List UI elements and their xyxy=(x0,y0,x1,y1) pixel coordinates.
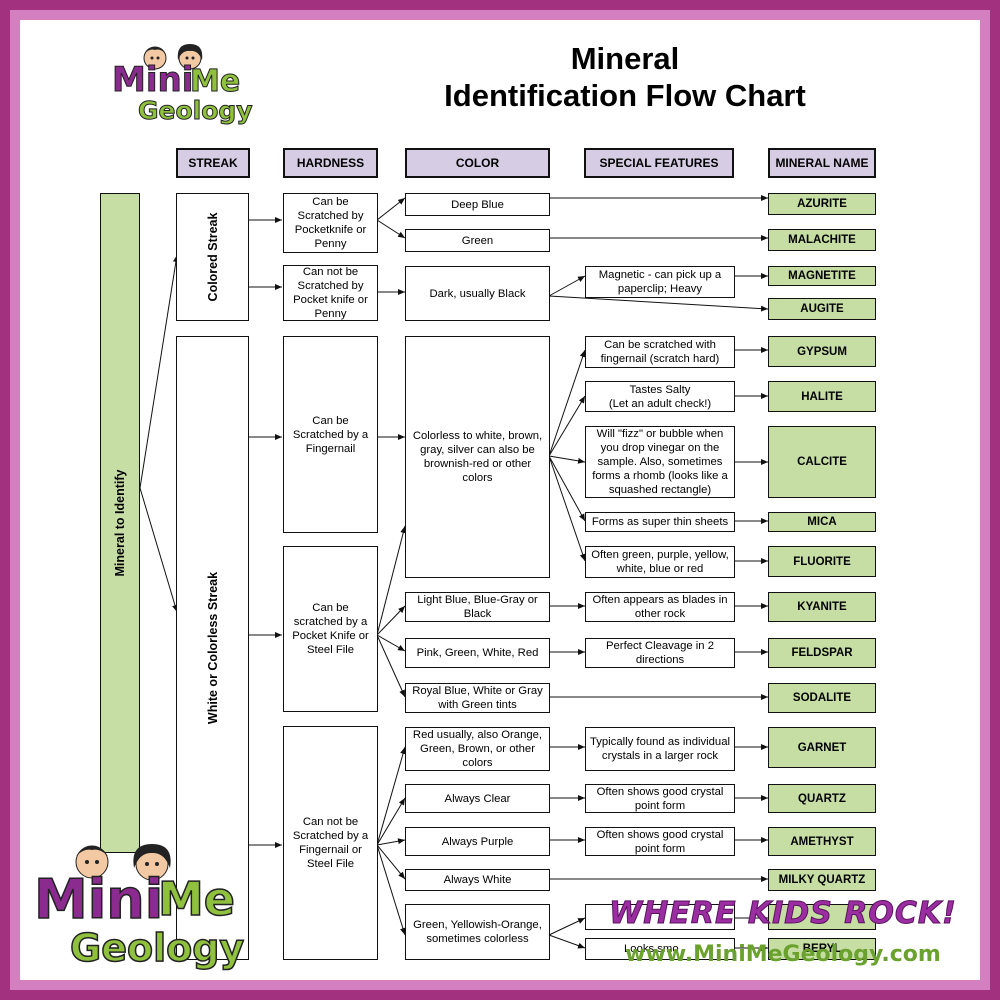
feature-scratch-fingernail: Can be scratched with fingernail (scratc… xyxy=(585,336,735,368)
header-streak: STREAK xyxy=(176,148,250,178)
mineral-kyanite: KYANITE xyxy=(768,592,876,622)
logo-bottom-mini: Mini xyxy=(33,867,164,932)
kids-faces-icon xyxy=(143,44,203,70)
feature-blades: Often appears as blades in other rock xyxy=(585,592,735,622)
logo-bottom-me: Me xyxy=(157,871,235,927)
mineral-garnet: GARNET xyxy=(768,727,876,768)
color-box-green: Green xyxy=(405,229,550,252)
mineral-magnetite: MAGNETITE xyxy=(768,266,876,286)
color-box-dark-black: Dark, usually Black xyxy=(405,266,550,321)
feature-tastes-salty: Tastes Salty (Let an adult check!) xyxy=(585,381,735,412)
feature-hidden-1 xyxy=(585,904,735,930)
color-box-pink-green: Pink, Green, White, Red xyxy=(405,638,550,668)
hardness-box-5: Can not be Scratched by a Fingernail or … xyxy=(283,726,378,960)
colored-streak-box: Colored Streak xyxy=(176,193,249,321)
mineral-amethyst: AMETHYST xyxy=(768,827,876,856)
mineral-malachite: MALACHITE xyxy=(768,229,876,251)
minime-logo-bottom: Mini Me Geology xyxy=(30,838,245,978)
feature-crystal-point-1: Often shows good crystal point form xyxy=(585,784,735,813)
mineral-beryl: BERYL xyxy=(768,938,876,960)
feature-individual-crystals: Typically found as individual crystals i… xyxy=(585,727,735,771)
mineral-halite: HALITE xyxy=(768,381,876,412)
title-line-2: Identification Flow Chart xyxy=(444,78,806,113)
color-box-always-white: Always White xyxy=(405,869,550,891)
mineral-mica: MICA xyxy=(768,512,876,532)
color-box-green-yellowish: Green, Yellowish-Orange, sometimes color… xyxy=(405,904,550,960)
color-box-light-blue: Light Blue, Blue-Gray or Black xyxy=(405,592,550,622)
header-mineral-name: MINERAL NAME xyxy=(768,148,876,178)
logo-top-me: Me xyxy=(189,64,241,100)
mineral-feldspar: FELDSPAR xyxy=(768,638,876,668)
mineral-calcite: CALCITE xyxy=(768,426,876,498)
hardness-box-3: Can be Scratched by a Fingernail xyxy=(283,336,378,533)
mineral-gypsum: GYPSUM xyxy=(768,336,876,367)
logo-top-geology: Geology xyxy=(138,96,254,126)
feature-thin-sheets: Forms as super thin sheets xyxy=(585,512,735,532)
color-box-always-clear: Always Clear xyxy=(405,784,550,813)
mineral-azurite: AZURITE xyxy=(768,193,876,215)
feature-magnetic: Magnetic - can pick up a paperclip; Heav… xyxy=(585,266,735,298)
mineral-to-identify-box: Mineral to Identify xyxy=(100,193,140,853)
feature-cleavage: Perfect Cleavage in 2 directions xyxy=(585,638,735,668)
feature-vinegar-fizz: Will "fizz" or bubble when you drop vine… xyxy=(585,426,735,498)
color-box-colorless: Colorless to white, brown, gray, silver … xyxy=(405,336,550,578)
header-color: COLOR xyxy=(405,148,550,178)
minime-logo-top: Mini Me Geology xyxy=(110,40,254,130)
kids-faces-bottom-icon xyxy=(75,844,171,881)
logo-bottom-geology: Geology xyxy=(69,925,245,971)
mineral-hidden xyxy=(768,904,876,930)
color-box-royal-blue: Royal Blue, White or Gray with Green tin… xyxy=(405,683,550,713)
header-hardness: HARDNESS xyxy=(283,148,378,178)
mineral-fluorite: FLUORITE xyxy=(768,546,876,577)
colored-streak-label: Colored Streak xyxy=(205,212,220,302)
feature-crystal-point-2: Often shows good crystal point form xyxy=(585,827,735,856)
mineral-sodalite: SODALITE xyxy=(768,683,876,713)
chart-title: Mineral Identification Flow Chart xyxy=(360,40,890,114)
website-url[interactable]: www.MiniMeGeology.com xyxy=(625,942,941,967)
mineral-augite: AUGITE xyxy=(768,298,876,320)
hardness-box-2: Can not be Scratched by Pocket knife or … xyxy=(283,265,378,321)
color-box-deep-blue: Deep Blue xyxy=(405,193,550,216)
mineral-quartz: QUARTZ xyxy=(768,784,876,813)
color-box-red-orange: Red usually, also Orange, Green, Brown, … xyxy=(405,727,550,771)
logo-top-mini: Mini xyxy=(111,60,194,101)
hardness-box-1: Can be Scratched by Pocketknife or Penny xyxy=(283,193,378,253)
feature-looks-smooth: Looks smo xyxy=(585,938,735,960)
color-box-always-purple: Always Purple xyxy=(405,827,550,856)
feature-often-colored: Often green, purple, yellow, white, blue… xyxy=(585,546,735,578)
mineral-milky-quartz: MILKY QUARTZ xyxy=(768,869,876,891)
white-streak-box: White or Colorless Streak xyxy=(176,336,249,960)
tagline-where-kids-rock: WHERE KIDS ROCK! xyxy=(609,896,957,932)
white-streak-label: White or Colorless Streak xyxy=(205,571,220,725)
root-label: Mineral to Identify xyxy=(113,469,127,577)
title-line-1: Mineral xyxy=(570,41,680,76)
hardness-box-4: Can be scratched by a Pocket Knife or St… xyxy=(283,546,378,712)
header-special-features: SPECIAL FEATURES xyxy=(584,148,734,178)
